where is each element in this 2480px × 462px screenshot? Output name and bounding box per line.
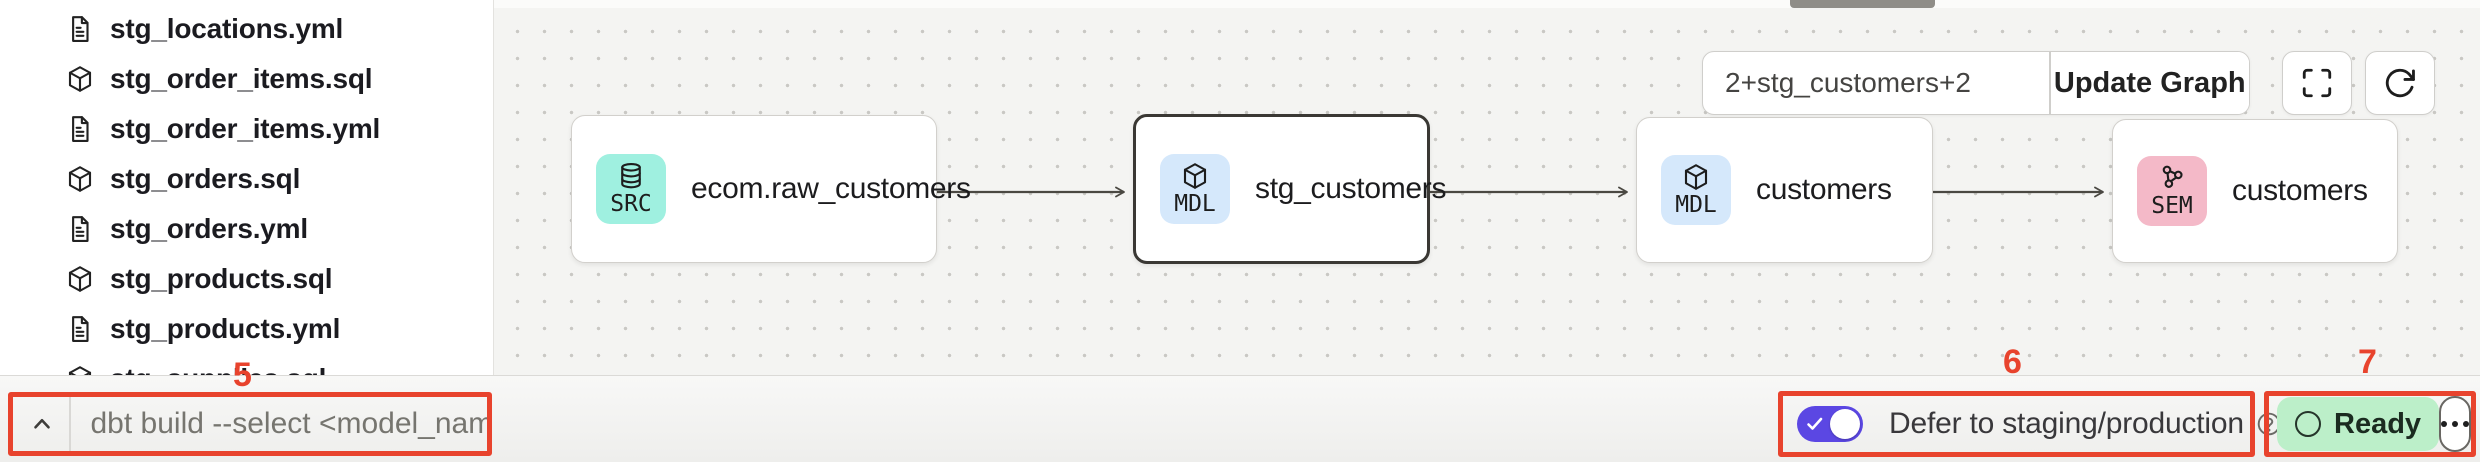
badge-label: MDL	[1174, 191, 1216, 217]
node-label: ecom.raw_customers	[691, 172, 971, 205]
lineage-canvas[interactable]: SRC ecom.raw_customers MDL stg_customers…	[494, 0, 2480, 375]
more-options-button[interactable]	[2439, 396, 2472, 452]
divider	[69, 397, 71, 451]
file-row[interactable]: stg_orders.sql	[0, 154, 493, 204]
model-cube-icon	[64, 263, 96, 295]
ready-status-badge[interactable]: Ready	[2277, 397, 2440, 451]
yaml-file-icon	[64, 13, 96, 45]
model-cube-icon	[64, 163, 96, 195]
file-tree-sidebar: stg_locations.yml stg_order_items.sql st…	[0, 0, 494, 375]
annotation-box-7: Ready	[2264, 391, 2476, 457]
database-icon	[621, 162, 641, 189]
file-name: stg_orders.sql	[110, 163, 301, 194]
file-row[interactable]: stg_locations.yml	[0, 4, 493, 54]
fullscreen-button[interactable]	[2282, 51, 2352, 115]
fullscreen-icon	[2302, 68, 2332, 98]
yaml-file-icon	[64, 213, 96, 245]
file-row-partial[interactable]: stg_supplies.sql	[0, 354, 493, 375]
model-badge: MDL	[1160, 154, 1230, 224]
yaml-file-icon	[64, 113, 96, 145]
node-model-stg-customers[interactable]: MDL stg_customers	[1133, 114, 1446, 264]
command-bar-expand-button[interactable]	[27, 409, 57, 439]
file-row[interactable]: stg_order_items.sql	[0, 54, 493, 104]
model-cube-icon	[64, 363, 96, 375]
divider	[2049, 52, 2051, 114]
check-icon	[1806, 416, 1824, 432]
annotation-label-5: 5	[233, 356, 252, 394]
file-row[interactable]: stg_order_items.yml	[0, 104, 493, 154]
file-row[interactable]: stg_products.yml	[0, 304, 493, 354]
dbt-command-input[interactable]	[70, 397, 487, 451]
node-label: stg_customers	[1255, 172, 1447, 205]
annotation-box-6: Defer to staging/production	[1778, 391, 2281, 457]
defer-label: Defer to staging/production	[1889, 407, 2244, 440]
source-badge: SRC	[596, 154, 666, 224]
model-cube-icon	[64, 63, 96, 95]
node-label: customers	[2232, 174, 2368, 207]
file-row[interactable]: stg_products.sql	[0, 254, 493, 304]
file-name: stg_products.sql	[110, 263, 333, 294]
file-name: stg_locations.yml	[110, 13, 344, 44]
defer-toggle[interactable]	[1797, 406, 1863, 442]
annotation-label-7: 7	[2358, 343, 2377, 381]
file-row[interactable]: stg_orders.yml	[0, 204, 493, 254]
file-name: stg_order_items.yml	[110, 113, 381, 144]
canvas-scroll-track	[494, 0, 2480, 8]
model-badge: MDL	[1661, 155, 1731, 225]
horizontal-scrollbar-thumb[interactable]	[1790, 0, 1935, 8]
file-name: stg_order_items.sql	[110, 63, 373, 94]
annotation-box-5	[8, 392, 492, 456]
refresh-icon	[2385, 68, 2415, 98]
file-name: stg_orders.yml	[110, 213, 308, 244]
badge-label: SEM	[2151, 193, 2193, 219]
file-name: stg_supplies.sql	[110, 363, 326, 375]
selector-input[interactable]	[1703, 52, 2049, 114]
semantic-graph-icon	[2162, 165, 2183, 188]
cube-icon	[1183, 163, 1207, 189]
node-model-customers[interactable]: MDL customers	[1636, 117, 1933, 263]
node-source-ecom-raw-customers[interactable]: SRC ecom.raw_customers	[571, 115, 971, 263]
node-label: customers	[1756, 173, 1892, 206]
node-semantic-customers[interactable]: SEM customers	[2112, 119, 2398, 263]
status-bar: Defer to staging/production Ready	[0, 375, 2480, 462]
semantic-badge: SEM	[2137, 156, 2207, 226]
badge-label: SRC	[610, 191, 652, 217]
badge-label: MDL	[1675, 192, 1717, 218]
toggle-knob	[1830, 409, 1860, 439]
yaml-file-icon	[64, 313, 96, 345]
file-name: stg_products.yml	[110, 313, 341, 344]
update-graph-button[interactable]: Update Graph	[2050, 52, 2249, 114]
file-list: stg_locations.yml stg_order_items.sql st…	[0, 0, 493, 375]
chevron-up-icon	[34, 418, 50, 429]
ellipsis-icon	[2441, 421, 2448, 427]
ready-label: Ready	[2334, 407, 2422, 440]
cube-icon	[1684, 164, 1708, 190]
annotation-label-6: 6	[2003, 343, 2022, 381]
refresh-button[interactable]	[2365, 51, 2435, 115]
graph-selector-group: Update Graph	[1702, 51, 2250, 115]
status-circle-icon	[2295, 411, 2321, 437]
